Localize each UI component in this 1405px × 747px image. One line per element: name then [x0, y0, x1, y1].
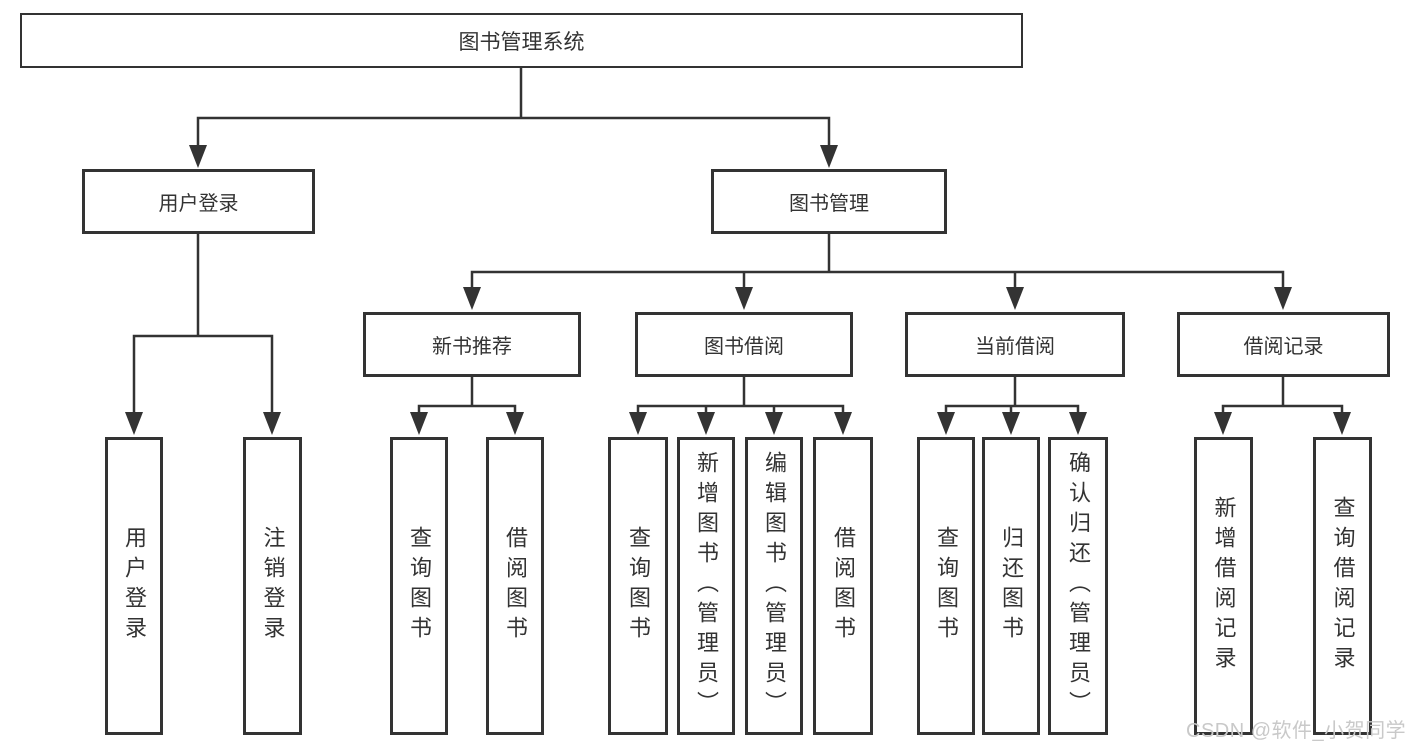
- arrowhead-icons: [125, 145, 1351, 435]
- leaf-add-borrow-record: 新增借阅记录: [1194, 437, 1253, 735]
- leaf-query-borrow-record: 查询借阅记录: [1313, 437, 1372, 735]
- connector-paths: [132, 66, 1344, 418]
- leaf-query-books-3: 查询图书: [917, 437, 975, 735]
- node-current-borrow: 当前借阅: [905, 312, 1125, 377]
- node-root-book-management-system: 图书管理系统: [20, 13, 1023, 68]
- leaf-logout: 注销登录: [243, 437, 302, 735]
- leaf-add-books-admin: 新增图书（管理员）: [677, 437, 735, 735]
- node-book-borrow: 图书借阅: [635, 312, 853, 377]
- leaf-query-books: 查询图书: [390, 437, 448, 735]
- leaf-user-login: 用户登录: [105, 437, 163, 735]
- node-borrow-records: 借阅记录: [1177, 312, 1390, 377]
- node-book-management: 图书管理: [711, 169, 947, 234]
- node-new-book-recommend: 新书推荐: [363, 312, 581, 377]
- csdn-watermark: CSDN @软件_小贺同学: [1186, 720, 1405, 742]
- leaf-query-books-2: 查询图书: [608, 437, 668, 735]
- leaf-return-books: 归还图书: [982, 437, 1040, 735]
- leaf-edit-books-admin: 编辑图书（管理员）: [745, 437, 803, 735]
- leaf-borrow-books: 借阅图书: [486, 437, 544, 735]
- leaf-borrow-books-2: 借阅图书: [813, 437, 873, 735]
- node-user-login: 用户登录: [82, 169, 315, 234]
- leaf-confirm-return-admin: 确认归还（管理员）: [1048, 437, 1108, 735]
